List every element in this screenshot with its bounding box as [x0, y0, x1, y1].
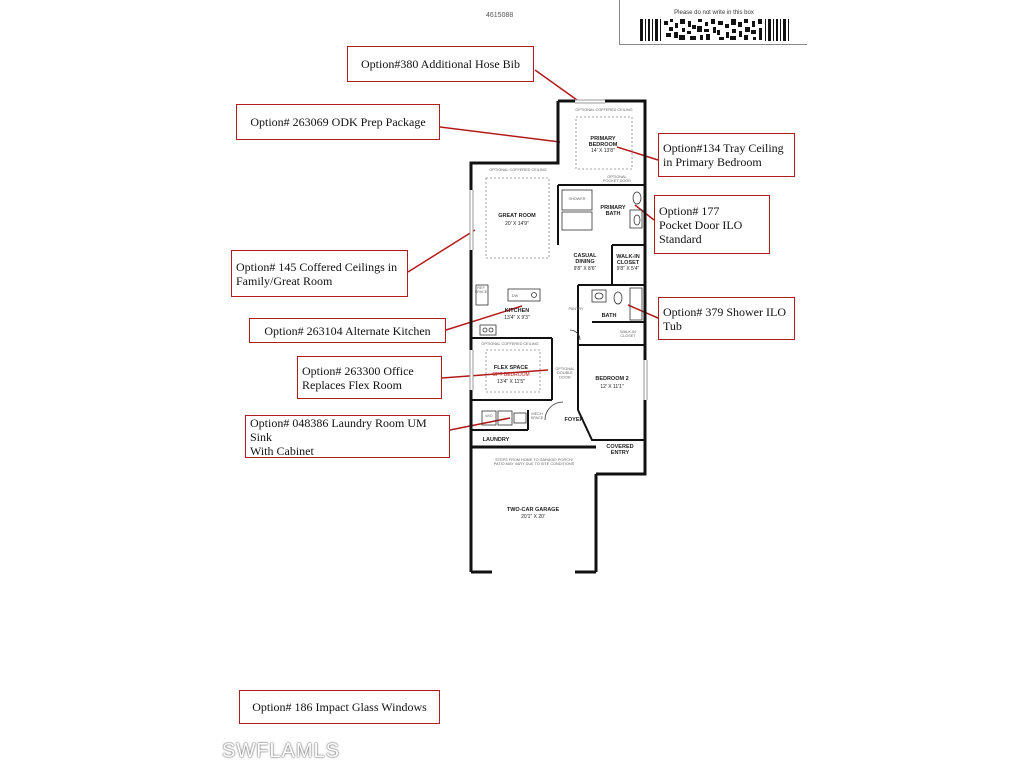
leader-laundry [449, 417, 511, 431]
callout-hose-bib-text: Option#380 Additional Hose Bib [361, 57, 520, 71]
windows [469, 99, 648, 400]
leader-office [441, 369, 549, 379]
callout-pocket-door-text: Option# 177 Pocket Door ILO Standard [659, 203, 743, 246]
callout-alt-kitchen: Option# 263104 Alternate Kitchen [249, 318, 446, 343]
callout-odk-prep: Option# 263069 ODK Prep Package [236, 104, 440, 140]
barcode-icon [640, 19, 789, 41]
label-opt-coffered-top: OPTIONAL COFFERED CEILING [575, 108, 632, 112]
label-garage: TWO-CAR GARAGE [507, 507, 560, 513]
leader-shower [627, 304, 659, 319]
label-shower: SHOWER [568, 197, 585, 201]
callout-shower-text: Option# 379 Shower ILO Tub [663, 304, 786, 333]
label-opt-bedroom: OPT BEDROOM [492, 372, 529, 378]
callout-impact-glass: Option# 186 Impact Glass Windows [239, 690, 440, 724]
leader-hose-bib [534, 69, 578, 101]
label-wd: W/D [485, 414, 493, 418]
label-kitchen: KITCHEN [505, 308, 529, 314]
label-steps-note: STEPS FROM HOME TO GARAGE/ PORCH/PATIO M… [494, 458, 575, 466]
callout-laundry: Option# 048386 Laundry Room UM Sink With… [245, 415, 450, 458]
label-bath: BATH [602, 313, 617, 319]
label-foyer: FOYER [565, 417, 584, 423]
callout-impact-glass-text: Option# 186 Impact Glass Windows [252, 700, 427, 714]
leader-odk [439, 126, 561, 143]
callout-hose-bib: Option#380 Additional Hose Bib [347, 46, 534, 82]
label-garage-dim: 20'1" X 20' [521, 514, 545, 520]
label-walk-in-closet-dim: 9'8" X 5'4" [617, 266, 640, 272]
callout-coffered: Option# 145 Coffered Ceilings in Family/… [231, 250, 408, 297]
leader-lines [407, 69, 659, 431]
label-flex-dim: 13'4" X 11'5" [497, 379, 525, 385]
label-great-room-dim: 20' X 14'9" [505, 221, 529, 227]
fixtures [475, 189, 643, 426]
callout-pocket-door: Option# 177 Pocket Door ILO Standard [654, 195, 770, 254]
label-great-room: GREAT ROOM [498, 213, 536, 219]
callout-odk-prep-text: Option# 263069 ODK Prep Package [250, 115, 426, 129]
label-opt-coffered-flex: OPTIONAL COFFERED CEILING [481, 342, 538, 346]
coffered-great-outline [485, 177, 550, 259]
callout-laundry-text: Option# 048386 Laundry Room UM Sink With… [250, 415, 427, 458]
callout-office: Option# 263300 Office Replaces Flex Room [297, 356, 442, 399]
callout-tray-ceiling: Option#134 Tray Ceiling in Primary Bedro… [658, 133, 795, 177]
barcode-box: Please do not write in this box [619, 0, 807, 45]
label-bedroom2: BEDROOM 2 [595, 376, 628, 382]
callout-shower: Option# 379 Shower ILO Tub [658, 297, 795, 340]
tray-ceiling-outline [575, 116, 633, 170]
watermark: SWFLAMLS [222, 740, 341, 762]
barcode-note: Please do not write in this box [674, 10, 754, 16]
wall-bedroom2-south [577, 409, 645, 441]
label-flex-space: FLEX SPACE [494, 365, 528, 371]
label-casual-dining-dim: 9'8" X 8'6" [574, 266, 597, 272]
leader-kitchen [445, 305, 523, 331]
label-opt-coffered-great: OPTIONAL COFFERED CEILING [489, 168, 546, 172]
callout-coffered-text: Option# 145 Coffered Ceilings in Family/… [236, 259, 398, 288]
label-laundry: LAUNDRY [483, 437, 510, 443]
label-pantry: PANTRY [568, 307, 584, 311]
callout-alt-kitchen-text: Option# 263104 Alternate Kitchen [264, 323, 431, 338]
label-dw: DW [512, 294, 519, 298]
leader-coffered [407, 229, 476, 273]
callout-tray-ceiling-text: Option#134 Tray Ceiling in Primary Bedro… [663, 141, 784, 169]
label-bedroom2-dim: 12' X 11'1" [600, 384, 624, 390]
label-primary-bedroom-dim: 14' X 13'8" [591, 148, 615, 154]
document-id: 4615088 [486, 12, 514, 19]
callout-office-text: Option# 263300 Office Replaces Flex Room [302, 363, 414, 392]
label-kitchen-dim: 13'4" X 9'3" [504, 315, 530, 321]
wall-entry [596, 447, 647, 476]
leader-tray [616, 146, 659, 161]
